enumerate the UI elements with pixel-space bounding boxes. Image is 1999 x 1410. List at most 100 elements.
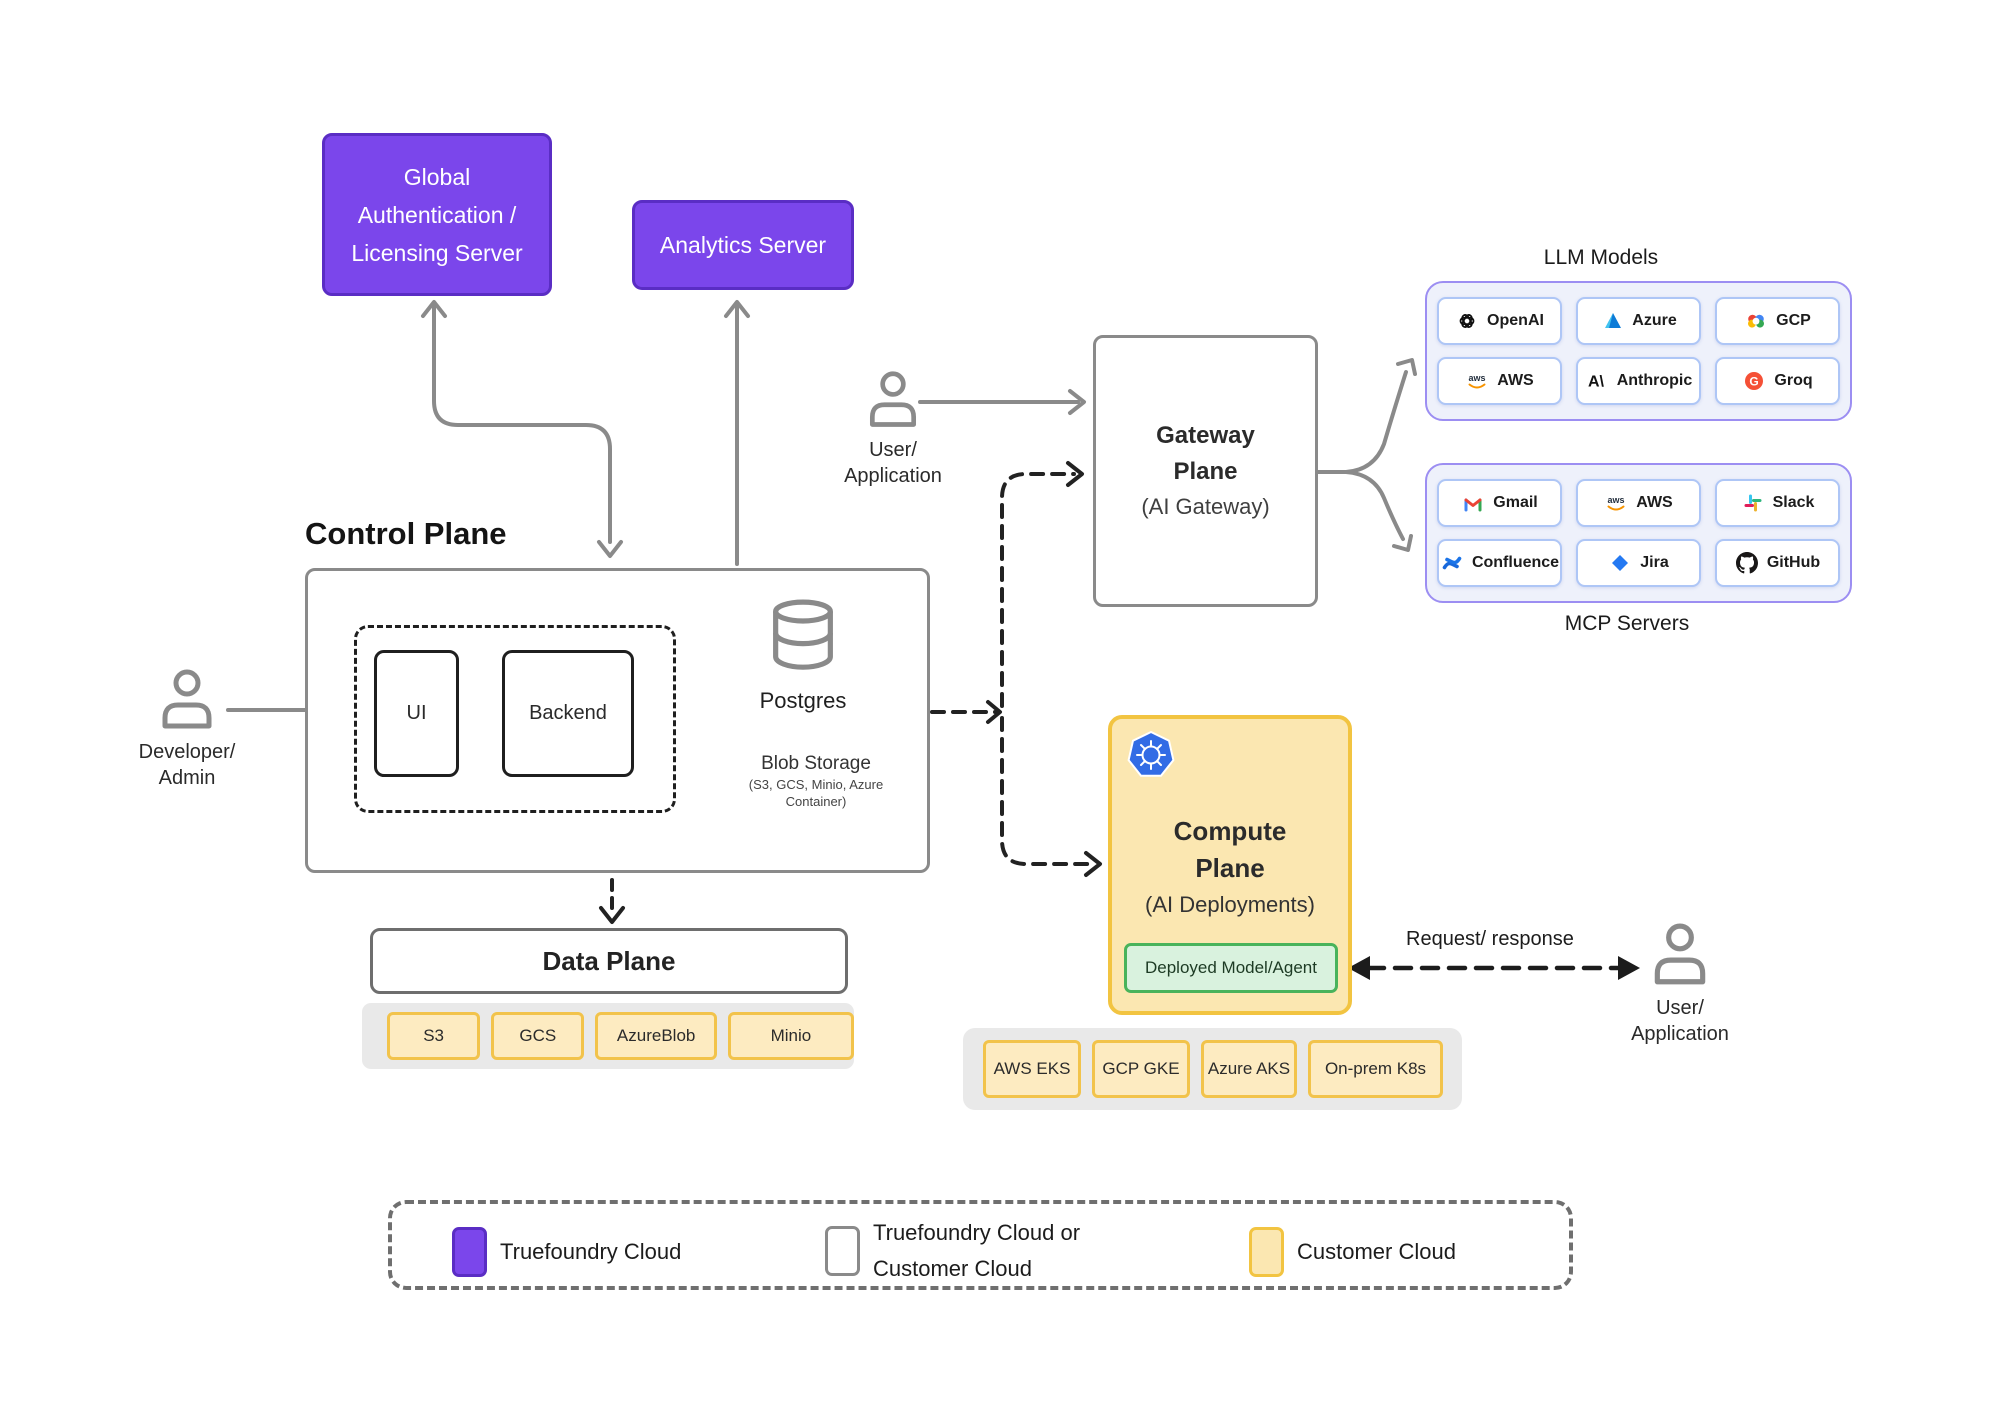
request-response-arrow <box>1348 956 1640 980</box>
llm-chip-azure: Azure <box>1576 297 1701 345</box>
analytics-server-box: Analytics Server <box>632 200 854 290</box>
llm-chip-aws: aws AWS <box>1437 357 1562 405</box>
chip-label: Jira <box>1640 554 1669 571</box>
gateway-title: Plane <box>1173 458 1238 485</box>
legend-item-truefoundry-cloud: Truefoundry Cloud <box>452 1227 681 1277</box>
gmail-icon <box>1461 492 1485 514</box>
gateway-subtitle: (AI Gateway) <box>1141 494 1270 519</box>
gateway-llm-connector <box>1316 370 1408 474</box>
storage-options-strip: S3 GCS AzureBlob Minio <box>362 1003 854 1069</box>
arrowhead-right <box>1084 851 1102 877</box>
chip-label: GCP <box>1776 312 1811 329</box>
groq-icon: G <box>1742 370 1766 392</box>
mcp-chip-confluence: Confluence <box>1437 539 1562 587</box>
storage-chip: S3 <box>387 1012 481 1060</box>
mcp-servers-panel: Gmail aws AWS Slack <box>1425 463 1852 603</box>
storage-chip: GCS <box>491 1012 585 1060</box>
legend-label: Truefoundry Cloud or Customer Cloud <box>873 1215 1080 1287</box>
global-auth-line: Authentication / <box>357 201 517 228</box>
mcp-chip-jira: Jira <box>1576 539 1701 587</box>
legend-item-truefoundry-or-customer: Truefoundry Cloud or Customer Cloud <box>825 1215 1080 1287</box>
arrowhead-down <box>599 906 625 924</box>
user-label: User/ <box>1656 997 1704 1019</box>
chip-label: Slack <box>1772 494 1815 511</box>
compute-subtitle: (AI Deployments) <box>1145 892 1315 917</box>
openai-icon <box>1455 310 1479 332</box>
svg-text:A\: A\ <box>1588 374 1605 391</box>
developer-label: Admin <box>158 767 216 789</box>
azure-icon <box>1600 310 1624 332</box>
k8s-chip: GCP GKE <box>1092 1040 1190 1098</box>
mcp-chip-slack: Slack <box>1715 479 1840 527</box>
truefoundry-cloud-swatch <box>452 1227 487 1277</box>
confluence-icon <box>1440 552 1464 574</box>
arrowhead-down <box>597 540 623 558</box>
k8s-options-strip: AWS EKS GCP GKE Azure AKS On-prem K8s <box>963 1028 1462 1110</box>
database-icon <box>770 599 836 675</box>
mcp-servers-title: MCP Servers <box>1564 612 1690 635</box>
legend-item-customer-cloud: Customer Cloud <box>1249 1227 1456 1277</box>
blob-storage-title: Blob Storage <box>761 753 871 774</box>
customer-cloud-swatch <box>1249 1227 1284 1277</box>
chip-label: Azure <box>1632 312 1677 329</box>
gateway-title: Gateway <box>1156 422 1255 449</box>
backend-box: Backend <box>502 650 634 777</box>
postgres-label: Postgres <box>759 688 847 713</box>
ui-box: UI <box>374 650 459 777</box>
global-auth-line: Global <box>403 163 471 190</box>
user-application-figure-top: User/ Application <box>823 370 963 489</box>
blob-storage-sub: Container) <box>785 794 847 809</box>
anthropic-icon: A\ <box>1585 370 1609 392</box>
legend-label: Truefoundry Cloud <box>500 1239 682 1264</box>
mcp-chip-gmail: Gmail <box>1437 479 1562 527</box>
arrowhead-up <box>724 300 750 318</box>
global-auth-server-box: Global Authentication / Licensing Server <box>322 133 552 296</box>
gcp-icon <box>1744 310 1768 332</box>
aws-icon: aws <box>1604 492 1628 514</box>
legend-label-line: Truefoundry Cloud or <box>873 1220 1081 1245</box>
ui-label: UI <box>406 702 427 724</box>
user-label: User/ <box>869 439 917 461</box>
compute-title-line: Compute <box>1173 816 1287 846</box>
storage-chip: Minio <box>727 1012 854 1060</box>
kubernetes-icon <box>1126 730 1176 784</box>
k8s-chip: AWS EKS <box>983 1040 1081 1098</box>
user-label: Application <box>844 465 942 487</box>
arrowhead-up-right <box>1396 358 1417 376</box>
arrowhead-up <box>421 300 447 318</box>
aws-icon: aws <box>1465 370 1489 392</box>
llm-chip-openai: OpenAI <box>1437 297 1562 345</box>
arrowhead-right <box>986 700 1002 724</box>
chip-label: Groq <box>1774 372 1813 389</box>
user-application-figure-bottom: User/ Application <box>1610 922 1750 1047</box>
arrowhead-right <box>1066 461 1084 487</box>
data-plane-box: Data Plane <box>370 928 848 994</box>
blob-storage-sub: (S3, GCS, Minio, Azure <box>748 777 884 792</box>
llm-models-title: LLM Models <box>1543 246 1659 269</box>
gateway-mcp-connector <box>1344 470 1405 541</box>
llm-chip-anthropic: A\ Anthropic <box>1576 357 1701 405</box>
svg-text:aws: aws <box>1469 373 1486 383</box>
llm-chip-groq: G Groq <box>1715 357 1840 405</box>
slack-icon <box>1741 492 1765 514</box>
user-icon <box>862 370 924 437</box>
github-icon <box>1735 552 1759 574</box>
global-auth-line: Licensing Server <box>351 239 523 266</box>
jira-icon <box>1608 552 1632 574</box>
compute-title-line: Plane <box>1195 853 1265 883</box>
auth-controlplane-connector <box>432 302 612 544</box>
deployed-model-agent-label: Deployed Model/Agent <box>1144 958 1317 977</box>
legend-label-line: Customer Cloud <box>873 1256 1032 1281</box>
developer-label: Developer/ <box>138 741 236 763</box>
chip-label: AWS <box>1636 494 1673 511</box>
storage-chip: AzureBlob <box>595 1012 717 1060</box>
arrowhead-down-right <box>1392 534 1413 552</box>
k8s-chip: Azure AKS <box>1201 1040 1297 1098</box>
chip-label: GitHub <box>1766 554 1821 571</box>
controlplane-compute-dashed <box>1000 716 1094 866</box>
developer-icon <box>155 668 219 739</box>
chip-label: AWS <box>1497 372 1534 389</box>
chip-label: Gmail <box>1493 494 1538 511</box>
chip-label: Anthropic <box>1616 372 1693 389</box>
